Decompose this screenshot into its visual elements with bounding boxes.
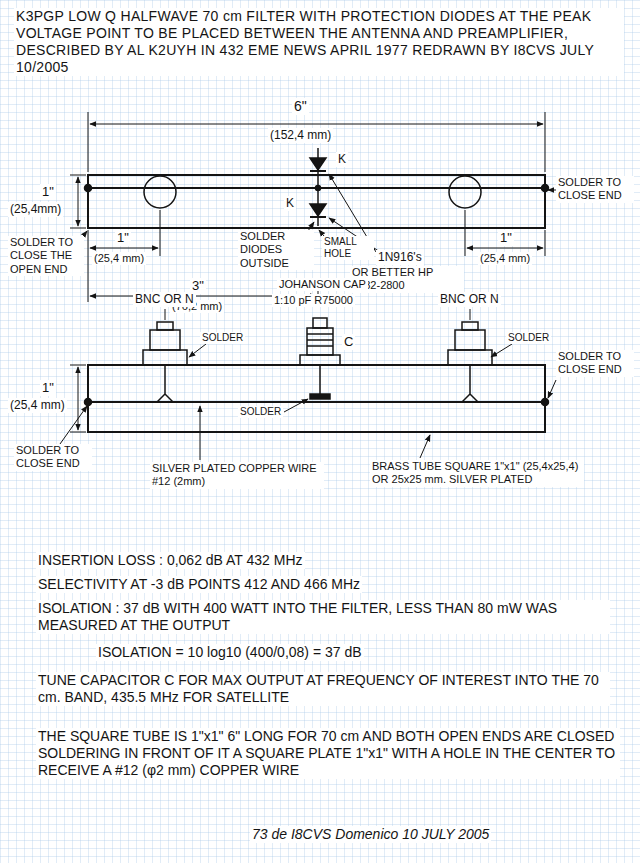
note: BRASS TUBE SQUARE 1"x1" (25,4x25,4) OR 2… xyxy=(370,460,584,487)
top-view xyxy=(85,148,549,228)
leader-lines xyxy=(60,174,556,460)
note: SOLDER xyxy=(200,332,245,344)
note: SOLDER TO CLOSE END xyxy=(556,176,634,203)
note: SOLDER xyxy=(238,406,283,418)
note: TUNE CAPACITOR C FOR MAX OUTPUT AT FREQU… xyxy=(36,672,610,706)
spec-note: ISOLATION : 37 dB WITH 400 WATT INTO THE… xyxy=(36,600,610,634)
connector-name: BNC OR N xyxy=(438,292,501,307)
note: SILVER PLATED COPPER WIRE #12 (2mm) xyxy=(150,462,324,489)
note: SOLDER TO CLOSE THE OPEN END xyxy=(8,236,84,276)
dimension: 1" xyxy=(115,230,131,246)
dimension: (152,4 mm) xyxy=(268,128,333,143)
spec-note: INSERTION LOSS : 0,062 dB AT 432 MHz xyxy=(36,552,305,569)
note: SOLDER DIODES OUTSIDE xyxy=(238,230,314,270)
part-name: JOHANSON CAP xyxy=(277,278,368,291)
part-name: 1N916's xyxy=(376,250,424,265)
spec-note: SELECTIVITY AT -3 dB POINTS 412 AND 466 … xyxy=(36,576,362,593)
title: K3PGP LOW Q HALFWAVE 70 cm FILTER WITH P… xyxy=(14,8,624,76)
part-name: 1:10 pF R75000 xyxy=(272,294,355,307)
side-view xyxy=(85,318,549,432)
cathode-mark: K xyxy=(284,196,296,211)
note: SMALL HOLE xyxy=(322,236,374,260)
dimension: 1" xyxy=(498,230,514,246)
signature: 73 de I8CVS Domenico 10 JULY 2005 xyxy=(250,826,491,843)
note: SOLDER TO CLOSE END xyxy=(556,350,634,377)
note: SOLDER TO CLOSE END xyxy=(14,444,92,471)
dimension: 6" xyxy=(292,98,309,115)
spec-note: ISOLATION = 10 log10 (400/0,08) = 37 dB xyxy=(96,644,364,661)
dimension: 1" xyxy=(40,380,56,396)
note: THE SQUARE TUBE IS 1"x1" 6" LONG FOR 70 … xyxy=(36,728,620,779)
dimension-lines xyxy=(70,112,545,432)
connector-name: BNC OR N xyxy=(133,292,196,307)
cathode-mark: K xyxy=(336,152,348,167)
dimension: (25,4 mm) xyxy=(92,252,146,265)
dimension: (25,4 mm) xyxy=(478,252,532,265)
part-name: C xyxy=(342,334,355,350)
note: SOLDER xyxy=(506,332,551,344)
dimension: 1" xyxy=(40,184,56,200)
dimension: (25,4mm) xyxy=(8,202,63,217)
dimension: (25,4 mm) xyxy=(8,398,67,413)
